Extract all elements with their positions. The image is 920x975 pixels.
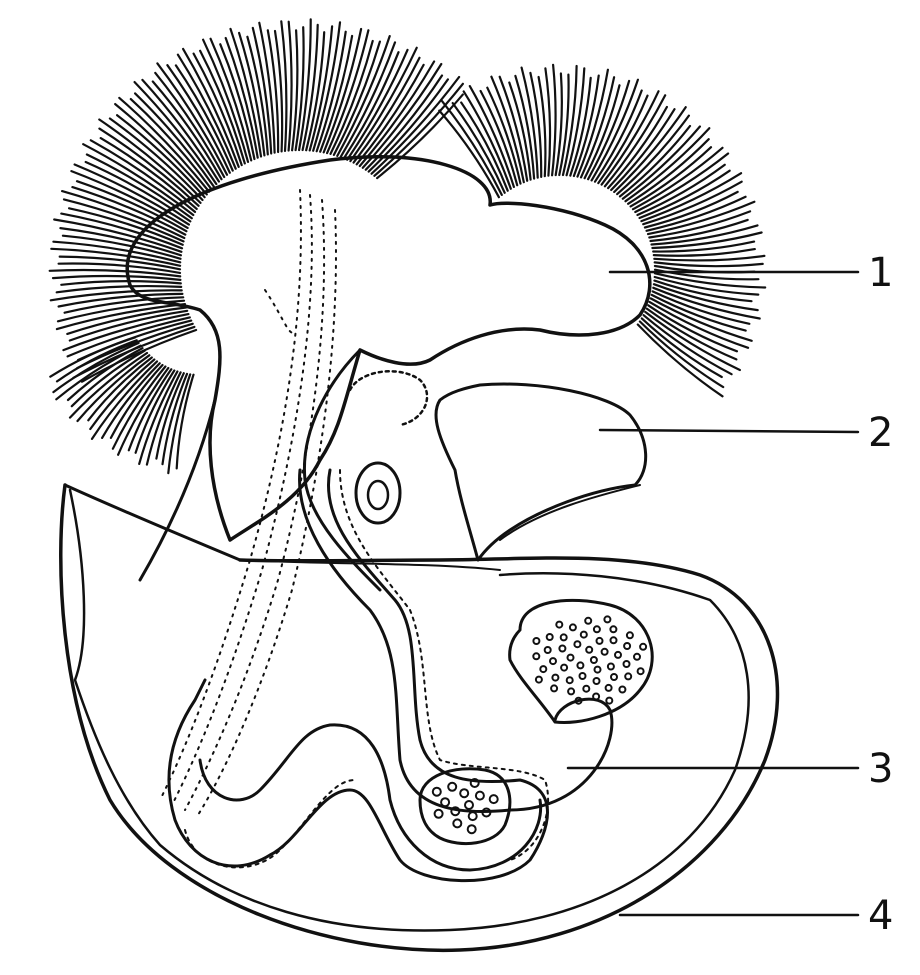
shell (61, 485, 778, 950)
label-4: 4 (868, 893, 893, 939)
velum-cilia (50, 19, 766, 473)
shell-lip (65, 485, 240, 560)
retractor-muscle (160, 190, 336, 815)
label-1: 1 (868, 250, 893, 296)
stalk (140, 350, 380, 590)
foot (436, 384, 646, 560)
digestive-gland (510, 600, 653, 722)
foot-edge (500, 485, 640, 540)
label-3: 3 (868, 746, 893, 792)
digestive-gland-dots (533, 616, 646, 703)
statocyst-inner (368, 481, 388, 509)
lower-gland-dots (433, 779, 498, 833)
intestine-dotted (185, 470, 548, 867)
head-bump (350, 371, 427, 425)
label-2: 2 (868, 410, 893, 456)
statocyst (356, 463, 400, 523)
velum-lobes (127, 157, 650, 540)
